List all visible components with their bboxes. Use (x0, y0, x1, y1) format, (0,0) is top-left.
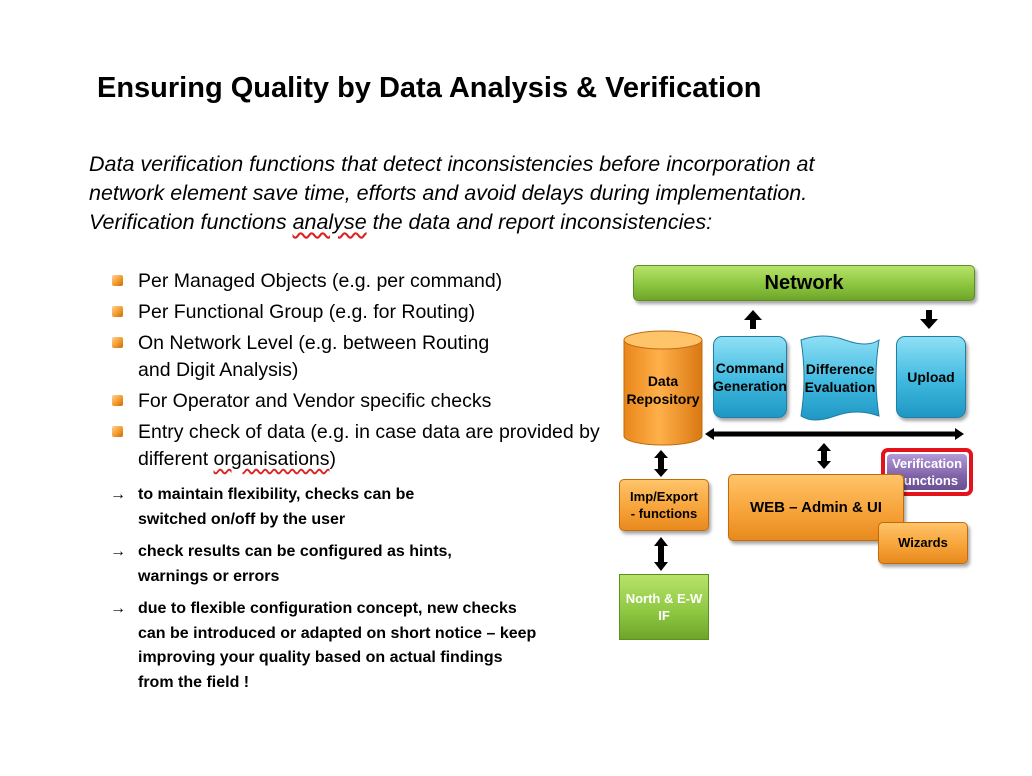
bullet-text: Entry check of data (e.g. in case data a… (138, 421, 600, 470)
intro-line: network element save time, efforts and a… (89, 181, 808, 205)
label-line: IF (658, 608, 670, 623)
label-line: North & E-W (625, 591, 703, 606)
north-double-arrow (654, 537, 668, 571)
diagram-connectors (623, 310, 964, 571)
label-line: - functions (630, 506, 698, 521)
north-ew-if-box: North & E-W IF (619, 574, 709, 640)
note-item: → to maintain flexibility, checks can be … (110, 483, 468, 532)
bullet-item: Entry check of data (e.g. in case data a… (110, 419, 608, 473)
bullet-item: For Operator and Vendor specific checks (110, 388, 620, 415)
bullet-marker-icon (112, 395, 123, 406)
difference-evaluation-shape (800, 335, 880, 421)
verification-functions-box: Verification Functions (881, 448, 973, 496)
label-line: Repository (626, 391, 700, 407)
arrow-right-icon: → (110, 600, 126, 617)
label-line: Data (647, 373, 679, 389)
bullet-text: On Network Level (e.g. between Routing a… (138, 332, 490, 381)
note-text: to maintain flexibility, checks can be s… (138, 486, 415, 528)
note-item: → check results can be configured as hint… (110, 540, 483, 589)
web-admin-box: WEB – Admin & UI (728, 474, 904, 541)
bullet-item: Per Functional Group (e.g. for Routing) (110, 299, 620, 326)
spellcheck-word: analyse (292, 210, 367, 234)
note-item: → due to flexible configuration concept, … (110, 597, 538, 695)
arrow-right-icon: → (110, 486, 126, 503)
bullet-text: For Operator and Vendor specific checks (138, 390, 492, 412)
intro-line: Data verification functions that detect … (89, 152, 815, 176)
note-text: check results can be configured as hints… (138, 543, 452, 585)
data-repository-label: Data Repository (624, 370, 702, 410)
bullet-marker-icon (112, 426, 123, 437)
repo-double-arrow (654, 450, 668, 477)
spellcheck-word: organisations (213, 448, 330, 470)
bullet-marker-icon (112, 306, 123, 317)
page-title: Ensuring Quality by Data Analysis & Veri… (97, 72, 762, 104)
note-text: due to flexible configuration concept, n… (138, 600, 537, 691)
architecture-diagram: Network Data Repository Command Generati… (615, 260, 980, 650)
arrow-right-icon: → (110, 543, 126, 560)
bullet-marker-icon (112, 275, 123, 286)
label-line: Imp/Export (630, 489, 698, 504)
intro-text: Verification functions (89, 210, 293, 234)
down-arrow-icon (920, 310, 938, 329)
command-generation-box: Command Generation (713, 336, 787, 418)
network-box: Network (633, 265, 975, 301)
label-line: Evaluation (804, 379, 876, 395)
intro-line: Verification functions analyse the data … (89, 208, 919, 237)
bullet-text: ) (329, 448, 337, 470)
intro-paragraph: Data verification functions that detect … (89, 150, 919, 237)
label-line: Generation (713, 378, 787, 394)
intro-text: the data and report inconsistencies: (366, 210, 713, 234)
imp-export-box: Imp/Export - functions (619, 479, 709, 531)
up-arrow-icon (744, 310, 762, 329)
bullet-list: Per Managed Objects (e.g. per command) P… (110, 268, 620, 703)
bullet-item: Per Managed Objects (e.g. per command) (110, 268, 620, 295)
label-line: Command (715, 360, 785, 376)
data-repository-cylinder (623, 330, 703, 446)
upload-box: Upload (896, 336, 966, 418)
bus-double-arrow (705, 428, 964, 440)
bullet-marker-icon (112, 337, 123, 348)
bullet-item: On Network Level (e.g. between Routing a… (110, 330, 508, 384)
label-line: Verification (891, 456, 963, 471)
label-line: Functions (895, 473, 959, 488)
difference-evaluation-label: Difference Evaluation (801, 356, 879, 400)
label-line: Difference (805, 361, 875, 377)
bullet-text: Per Functional Group (e.g. for Routing) (138, 301, 476, 323)
web-double-arrow (817, 443, 831, 469)
bullet-text: Per Managed Objects (e.g. per command) (138, 270, 503, 292)
wizards-box: Wizards (878, 522, 968, 564)
verification-functions-inner: Verification Functions (887, 454, 967, 490)
